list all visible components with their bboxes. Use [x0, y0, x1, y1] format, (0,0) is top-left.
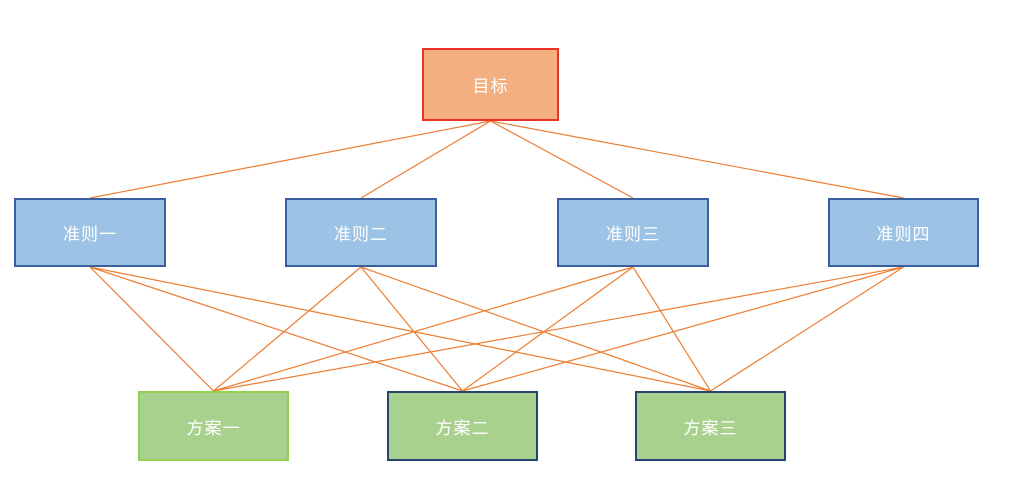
- criterion-3-node[interactable]: 准则三: [557, 198, 709, 267]
- criterion-1-node[interactable]: 准则一: [14, 198, 166, 267]
- criterion-4-node[interactable]: 准则四: [828, 198, 979, 267]
- alternative-3-node[interactable]: 方案三: [635, 391, 786, 461]
- goal-node[interactable]: 目标: [422, 48, 559, 121]
- criterion-2-node[interactable]: 准则二: [285, 198, 437, 267]
- criterion-4-label: 准则四: [876, 225, 931, 244]
- criterion-2-label: 准则二: [334, 225, 388, 244]
- alternative-2-node[interactable]: 方案二: [387, 391, 538, 461]
- alternative-2-label: 方案二: [435, 418, 490, 438]
- alternative-1-node[interactable]: 方案一: [138, 391, 289, 461]
- criterion-3-label: 准则三: [606, 225, 660, 244]
- criterion-1-label: 准则一: [63, 225, 117, 244]
- alternative-1-label: 方案一: [186, 418, 241, 438]
- alternative-3-label: 方案三: [683, 418, 738, 438]
- goal-node-label: 目标: [472, 77, 509, 96]
